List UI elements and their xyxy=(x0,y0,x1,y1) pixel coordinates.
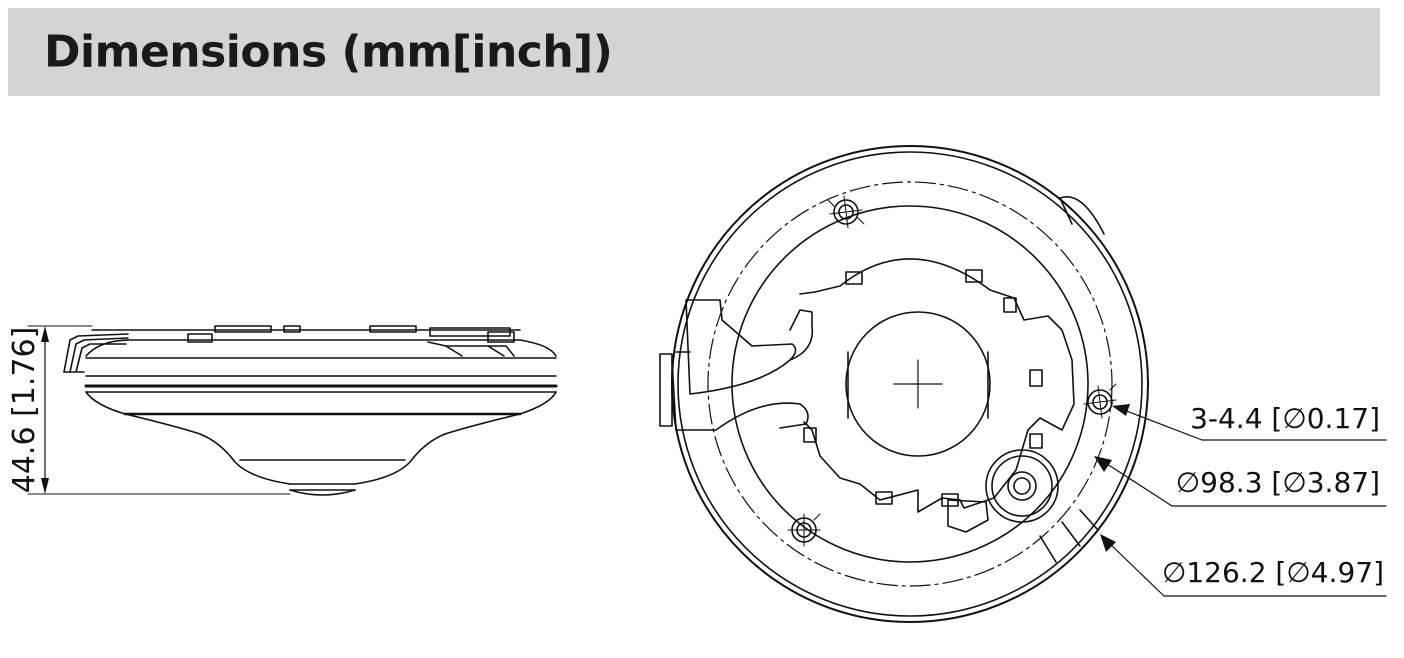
side-left-bracket xyxy=(63,333,129,373)
callout-mount-holes: 3-4.4 [∅0.17] xyxy=(1112,402,1387,441)
callout-inner-diameter: ∅98.3 [∅3.87] xyxy=(1094,456,1387,507)
mount-hole-right xyxy=(1083,383,1117,419)
side-housing xyxy=(84,339,558,496)
mount-hole-bottom xyxy=(787,513,821,547)
outer-diameter-label: ∅126.2 [∅4.97] xyxy=(1162,556,1384,589)
mount-hole-top xyxy=(827,195,865,229)
inner-diameter-label: ∅98.3 [∅3.87] xyxy=(1176,466,1380,499)
height-label: 44.6 [1.76] xyxy=(7,327,42,494)
callout-outer-diameter: ∅126.2 [∅4.97] xyxy=(1100,534,1387,597)
page-title: Dimensions (mm[inch]) xyxy=(44,26,613,78)
height-dimension: 44.6 [1.76] xyxy=(7,325,291,495)
mount-holes-label: 3-4.4 [∅0.17] xyxy=(1190,402,1380,435)
top-small-lens xyxy=(947,449,1059,533)
top-view: 3-4.4 [∅0.17] ∅98.3 [∅3.87] ∅126.2 [∅4.9… xyxy=(659,145,1387,623)
top-cable-tab xyxy=(659,299,809,431)
side-top-plate xyxy=(91,325,521,343)
top-bayonet xyxy=(789,258,1075,513)
header-bar: Dimensions (mm[inch]) xyxy=(8,8,1380,96)
side-view: 44.6 [1.76] xyxy=(7,325,558,496)
top-lens-dome xyxy=(845,311,991,457)
